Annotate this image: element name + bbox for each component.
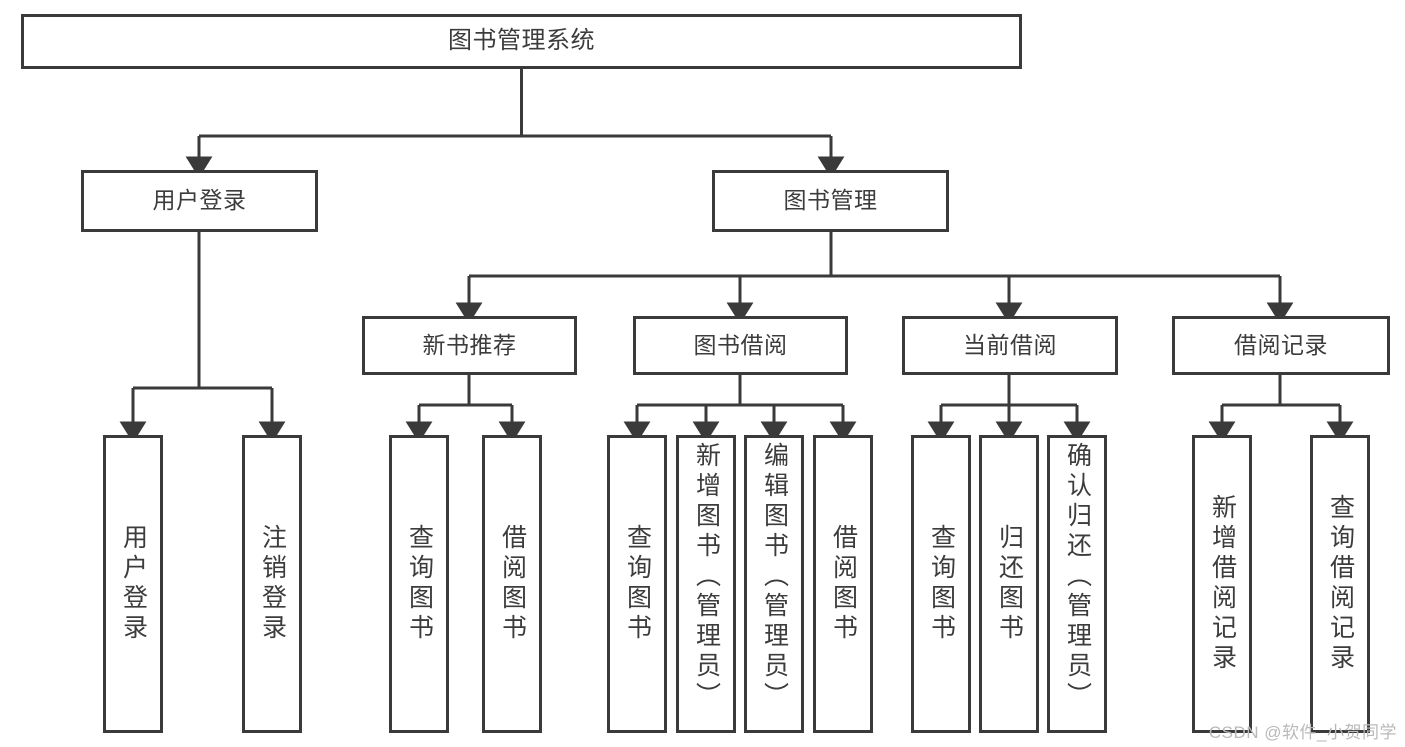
node-leaf-confirm-return[interactable]: 确认归还（管理员）: [1047, 435, 1107, 733]
node-label: 查询图书: [405, 524, 434, 644]
node-user-login[interactable]: 用户登录: [81, 170, 318, 232]
node-label: 图书管理系统: [448, 27, 595, 55]
node-label: 借阅图书: [498, 524, 527, 644]
node-label: 用户登录: [119, 524, 148, 644]
node-label: 新增借阅记录: [1208, 494, 1237, 674]
node-leaf-borrow-book-2[interactable]: 借阅图书: [813, 435, 873, 733]
node-label: 查询图书: [623, 524, 652, 644]
node-label: 确认归还（管理员）: [1063, 442, 1092, 712]
node-label: 归还图书: [995, 524, 1024, 644]
node-leaf-query-book-3[interactable]: 查询图书: [911, 435, 971, 733]
watermark-credit: CSDN @软件_小贺同学: [1208, 723, 1397, 742]
node-label: 当前借阅: [963, 331, 1057, 358]
node-leaf-query-book-1[interactable]: 查询图书: [389, 435, 449, 733]
node-leaf-user-logout[interactable]: 注销登录: [242, 435, 302, 733]
node-new-book-recommend[interactable]: 新书推荐: [362, 316, 577, 375]
node-leaf-edit-book[interactable]: 编辑图书（管理员）: [744, 435, 804, 733]
node-label: 编辑图书（管理员）: [760, 442, 789, 712]
node-book-borrow[interactable]: 图书借阅: [633, 316, 848, 375]
node-leaf-add-record[interactable]: 新增借阅记录: [1192, 435, 1252, 733]
node-leaf-query-record[interactable]: 查询借阅记录: [1310, 435, 1370, 733]
node-label: 借阅图书: [829, 524, 858, 644]
node-leaf-user-login[interactable]: 用户登录: [103, 435, 163, 733]
node-label: 借阅记录: [1234, 331, 1328, 358]
node-borrow-record[interactable]: 借阅记录: [1172, 316, 1390, 375]
node-leaf-return-book[interactable]: 归还图书: [979, 435, 1039, 733]
node-label: 用户登录: [152, 187, 247, 214]
node-leaf-borrow-book-1[interactable]: 借阅图书: [482, 435, 542, 733]
node-label: 图书借阅: [693, 331, 788, 358]
node-root-system[interactable]: 图书管理系统: [21, 14, 1022, 69]
node-current-borrow[interactable]: 当前借阅: [902, 316, 1118, 375]
node-label: 图书管理: [783, 187, 878, 214]
node-label: 新增图书（管理员）: [692, 442, 721, 712]
node-book-manage[interactable]: 图书管理: [712, 170, 949, 232]
node-leaf-query-book-2[interactable]: 查询图书: [607, 435, 667, 733]
node-label: 注销登录: [258, 524, 287, 644]
node-label: 新书推荐: [422, 331, 517, 358]
node-label: 查询借阅记录: [1326, 494, 1355, 674]
node-leaf-add-book[interactable]: 新增图书（管理员）: [676, 435, 736, 733]
node-label: 查询图书: [927, 524, 956, 644]
